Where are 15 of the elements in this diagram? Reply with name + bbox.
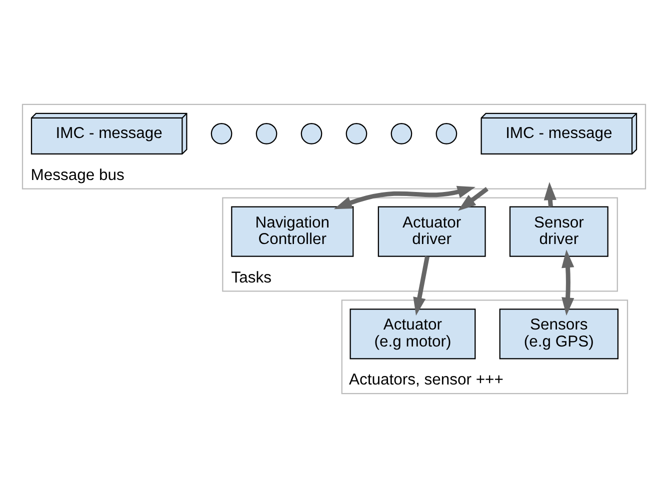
node-circle bbox=[210, 123, 232, 144]
arrow bbox=[334, 186, 476, 210]
arrow bbox=[562, 250, 574, 316]
node-box: Sensor driver bbox=[509, 206, 608, 257]
node-box: Actuator driver bbox=[378, 206, 486, 257]
node-box: Sensors (e.g GPS) bbox=[499, 308, 619, 360]
node-circle bbox=[346, 123, 368, 144]
node-circle bbox=[256, 123, 278, 144]
node-circle bbox=[436, 123, 458, 144]
node-box: Actuator (e.g motor) bbox=[350, 308, 476, 360]
arrow bbox=[458, 187, 488, 211]
node-circle bbox=[390, 123, 412, 144]
arrow bbox=[413, 256, 430, 316]
node-circle bbox=[300, 123, 322, 144]
node-box: Navigation Controller bbox=[231, 206, 354, 257]
